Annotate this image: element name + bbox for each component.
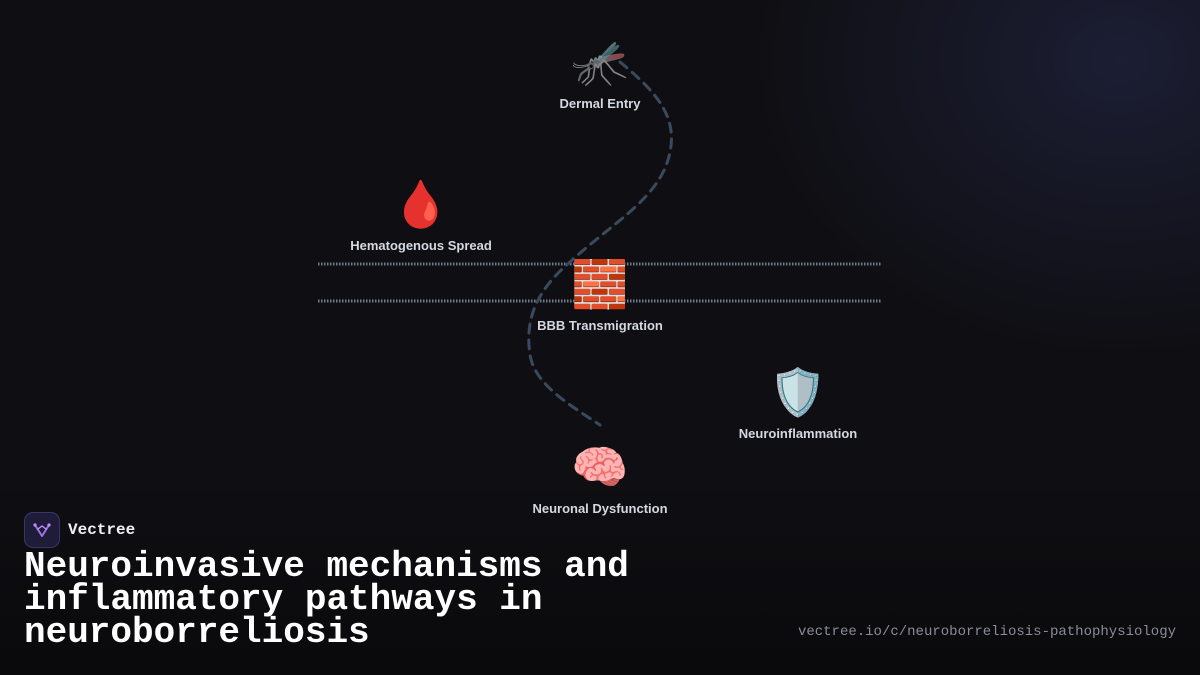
node-label: Hematogenous Spread — [350, 238, 492, 253]
node-label: BBB Transmigration — [537, 318, 663, 333]
node-label: Dermal Entry — [559, 96, 641, 111]
brain-icon: 🧠 — [571, 440, 629, 494]
shield-icon: 🛡️ — [769, 365, 827, 419]
node-hematogenous-spread: 🩸 Hematogenous Spread — [311, 176, 531, 253]
node-label: Neuroinflammation — [738, 426, 858, 441]
node-neuroinflammation: 🛡️ Neuroinflammation — [688, 364, 908, 441]
page-title: Neuroinvasive mechanisms and inflammator… — [24, 546, 629, 653]
brick-wall-icon: 🧱 — [571, 257, 629, 311]
blood-drop-icon: 🩸 — [392, 177, 450, 231]
pathway-curve — [527, 60, 673, 427]
vectree-logo-icon — [24, 512, 60, 548]
brand-name: Vectree — [68, 521, 136, 539]
node-bbb-transmigration: 🧱 BBB Transmigration — [490, 256, 710, 333]
brand: Vectree — [24, 512, 135, 548]
node-neuronal-dysfunction: 🧠 Neuronal Dysfunction — [490, 439, 710, 516]
source-url[interactable]: vectree.io/c/neuroborreliosis-pathophysi… — [797, 624, 1176, 640]
mosquito-icon: 🦟 — [571, 35, 629, 89]
node-label: Neuronal Dysfunction — [532, 501, 668, 516]
node-dermal-entry: 🦟 Dermal Entry — [490, 34, 710, 111]
